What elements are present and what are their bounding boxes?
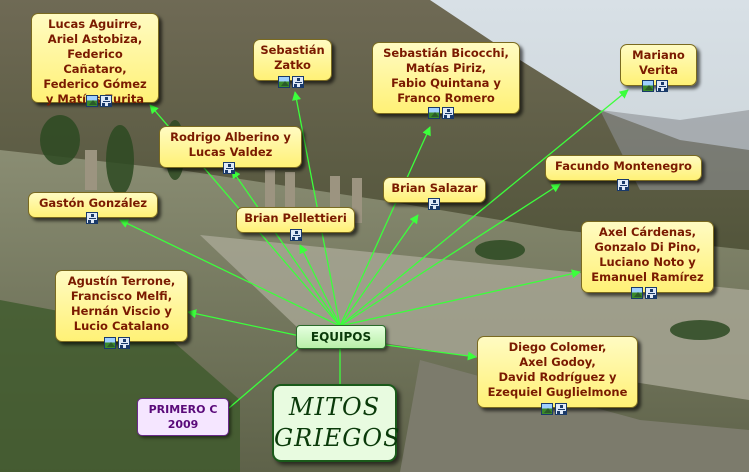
team-node-label: Lucas Aguirre, Ariel Astobiza, Federico …	[36, 17, 154, 107]
team-node-label: Sebastián Zatko	[258, 43, 327, 73]
map-icon[interactable]	[442, 107, 454, 119]
team-node-label: Agustín Terrone, Francisco Melfi, Hernán…	[60, 274, 183, 334]
map-icon[interactable]	[428, 198, 440, 210]
team-node-4-icons	[642, 80, 668, 92]
team-node-3-icons	[428, 107, 454, 119]
map-icon[interactable]	[656, 80, 668, 92]
team-node-5-icons	[223, 162, 235, 174]
map-icon[interactable]	[555, 403, 567, 415]
team-node-3[interactable]: Sebastián Bicocchi, Matías Piriz, Fabio …	[372, 42, 520, 114]
team-node-6-icons	[617, 179, 629, 191]
team-node-label: Brian Salazar	[388, 181, 481, 196]
image-icon[interactable]	[104, 337, 116, 349]
image-icon[interactable]	[86, 95, 98, 107]
team-node-label: Mariano Verita	[625, 48, 692, 78]
team-node-9-icons	[290, 229, 302, 241]
map-icon[interactable]	[292, 76, 304, 88]
team-node-label: Diego Colomer, Axel Godoy, David Rodrígu…	[482, 340, 633, 400]
team-node-6[interactable]: Facundo Montenegro	[545, 155, 702, 181]
team-node-2[interactable]: Sebastián Zatko	[253, 39, 332, 81]
map-icon[interactable]	[290, 229, 302, 241]
image-icon[interactable]	[278, 76, 290, 88]
team-node-12[interactable]: Diego Colomer, Axel Godoy, David Rodrígu…	[477, 336, 638, 408]
course-node[interactable]: PRIMERO C 2009	[137, 398, 229, 436]
team-node-label: Axel Cárdenas, Gonzalo Di Pino, Luciano …	[586, 225, 709, 285]
team-node-10-icons	[631, 287, 657, 299]
image-icon[interactable]	[642, 80, 654, 92]
team-node-1[interactable]: Lucas Aguirre, Ariel Astobiza, Federico …	[31, 13, 159, 103]
map-icon[interactable]	[86, 212, 98, 224]
team-node-label: Facundo Montenegro	[550, 159, 697, 174]
team-node-label: Gastón González	[33, 196, 153, 211]
image-icon[interactable]	[631, 287, 643, 299]
team-node-2-icons	[278, 76, 304, 88]
team-node-7-icons	[428, 198, 440, 210]
team-node-1-icons	[86, 95, 112, 107]
map-icon[interactable]	[645, 287, 657, 299]
map-icon[interactable]	[100, 95, 112, 107]
map-icon[interactable]	[617, 179, 629, 191]
team-node-label: Brian Pellettieri	[241, 211, 350, 226]
team-node-label: Rodrigo Alberino y Lucas Valdez	[164, 130, 297, 160]
team-node-10[interactable]: Axel Cárdenas, Gonzalo Di Pino, Luciano …	[581, 221, 714, 293]
team-node-12-icons	[541, 403, 567, 415]
team-node-11[interactable]: Agustín Terrone, Francisco Melfi, Hernán…	[55, 270, 188, 342]
team-node-label: Sebastián Bicocchi, Matías Piriz, Fabio …	[377, 46, 515, 106]
center-node-equipos[interactable]: EQUIPOS	[296, 325, 386, 349]
image-icon[interactable]	[428, 107, 440, 119]
map-icon[interactable]	[223, 162, 235, 174]
team-node-8-icons	[86, 212, 98, 224]
image-icon[interactable]	[541, 403, 553, 415]
map-icon[interactable]	[118, 337, 130, 349]
main-title-node[interactable]: MITOS GRIEGOS	[272, 384, 397, 462]
team-node-11-icons	[104, 337, 130, 349]
